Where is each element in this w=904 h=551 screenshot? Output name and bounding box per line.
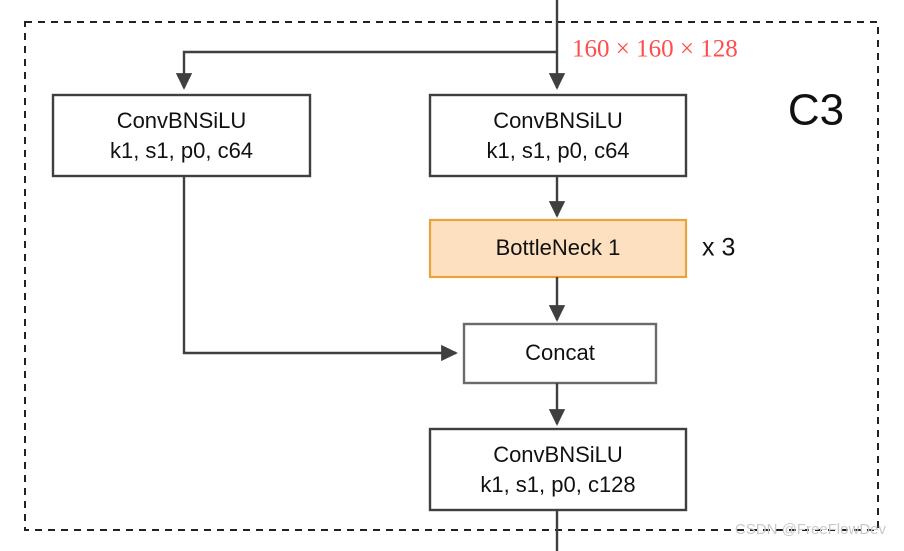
concat-line1: Concat — [525, 340, 595, 365]
conv-left-box — [51, 93, 312, 178]
node-conv-out: ConvBNSiLU k1, s1, p0, c128 — [428, 427, 688, 512]
module-name-label: C3 — [788, 86, 844, 135]
conv-left-line2: k1, s1, p0, c64 — [110, 138, 253, 163]
watermark-label: CSDN @FreeFlowDev — [735, 521, 887, 538]
edge-conv-left-to-concat — [182, 176, 458, 362]
conv-right-line1: ConvBNSiLU — [493, 108, 623, 133]
bottleneck-repeat-label: x 3 — [702, 234, 735, 262]
conv-out-line1: ConvBNSiLU — [493, 442, 623, 467]
conv-right-line2: k1, s1, p0, c64 — [486, 138, 629, 163]
edge-branch-to-conv-left — [175, 50, 557, 90]
bottleneck-line1: BottleNeck 1 — [496, 235, 621, 260]
node-conv-right: ConvBNSiLU k1, s1, p0, c64 — [428, 93, 688, 178]
conv-left-line1: ConvBNSiLU — [117, 108, 247, 133]
module-boundary — [24, 21, 879, 531]
node-bottleneck: BottleNeck 1 — [428, 218, 688, 279]
input-tensor-shape-label: 160 × 160 × 128 — [572, 36, 738, 63]
concat-box — [462, 322, 658, 385]
bottleneck-box — [428, 218, 688, 279]
node-conv-left: ConvBNSiLU k1, s1, p0, c64 — [51, 93, 312, 178]
node-concat: Concat — [462, 322, 658, 385]
conv-out-line2: k1, s1, p0, c128 — [480, 472, 635, 497]
